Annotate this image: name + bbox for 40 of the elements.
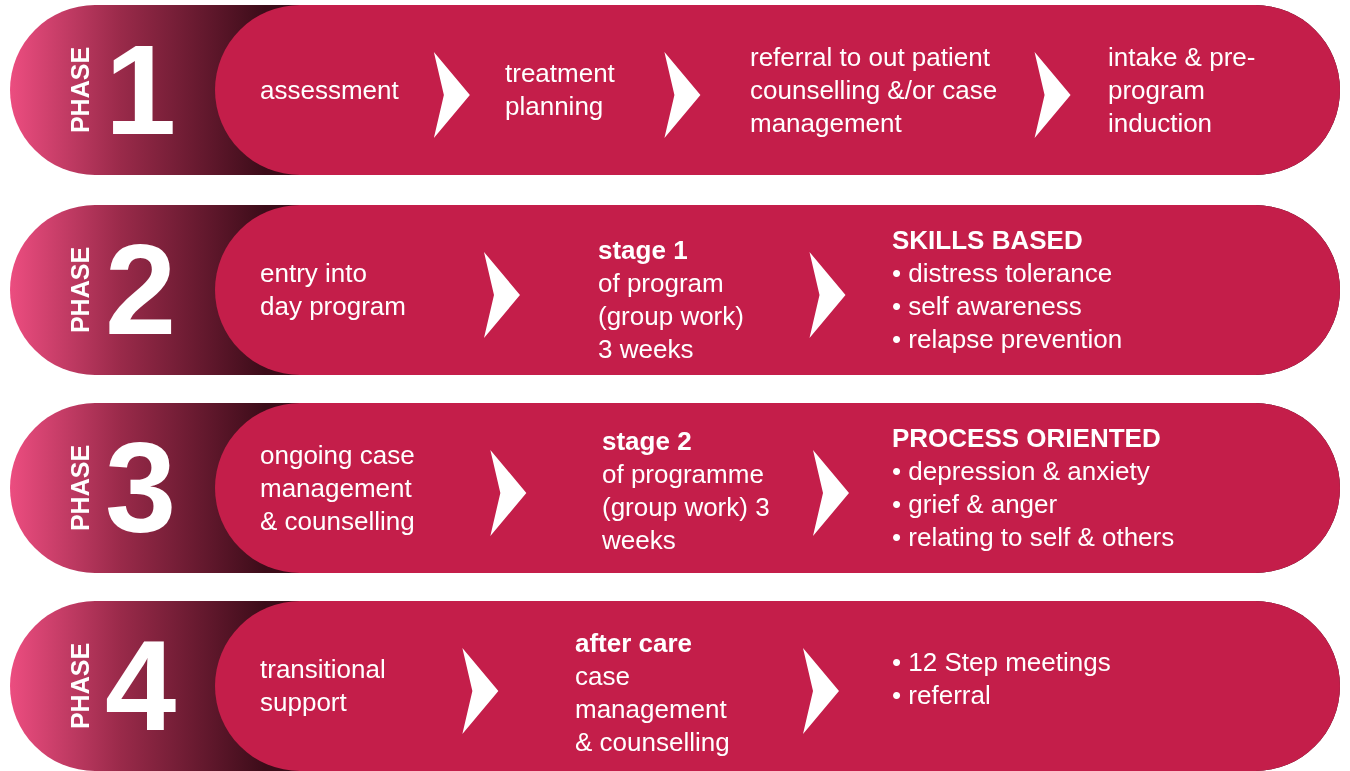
step-heading: SKILLS BASED	[892, 224, 1084, 257]
step-label: treatment planning	[505, 57, 655, 123]
chevron-arrow	[803, 648, 839, 734]
phase-number: 1	[105, 26, 177, 154]
bullet-item: • relating to self & others	[892, 521, 1175, 554]
bullet-item: • grief & anger	[892, 488, 1059, 521]
chevron-arrow	[809, 252, 846, 338]
bullet-item: • self awareness	[892, 290, 1083, 323]
phase-label: PHASE	[65, 642, 95, 730]
chevron-arrow	[664, 52, 701, 138]
step-heading: PROCESS ORIENTED	[892, 422, 1162, 455]
bullet-item: • depression & anxiety	[892, 455, 1151, 488]
chevron-arrow	[813, 450, 849, 536]
step-label: entry into day program	[260, 257, 415, 323]
step-text: of programme (group work) 3 weeks	[602, 458, 770, 557]
step-label: intake & pre-program induction	[1108, 40, 1288, 140]
bullet-item: • relapse prevention	[892, 323, 1123, 356]
step-label: ongoing case management & counselling	[260, 438, 430, 538]
step-heading: stage 2	[602, 425, 693, 458]
bullet-item: • referral	[892, 679, 992, 712]
chevron-arrow	[484, 252, 520, 338]
step-heading: stage 1	[598, 234, 689, 267]
chevron-arrow	[462, 648, 499, 734]
step-text: case management & counselling	[575, 660, 731, 759]
phase-number: 2	[105, 226, 177, 354]
step-label: assessment	[260, 73, 399, 107]
phase-label: PHASE	[65, 46, 95, 134]
bullet-item: • 12 Step meetings	[892, 646, 1111, 679]
phase-number: 4	[105, 622, 177, 750]
phase-number: 3	[105, 424, 177, 552]
step-label: transitional support	[260, 653, 430, 719]
chevron-arrow	[433, 52, 470, 138]
step-heading: after care	[575, 627, 694, 660]
phase-label: PHASE	[65, 444, 95, 532]
chevron-arrow	[1034, 52, 1071, 138]
bullet-item: • distress tolerance	[892, 257, 1114, 290]
step-text: of program (group work) 3 weeks	[598, 267, 745, 366]
phase-label: PHASE	[65, 246, 95, 334]
chevron-arrow	[490, 450, 527, 536]
step-label: referral to out patient counselling &/or case management	[750, 40, 1010, 140]
